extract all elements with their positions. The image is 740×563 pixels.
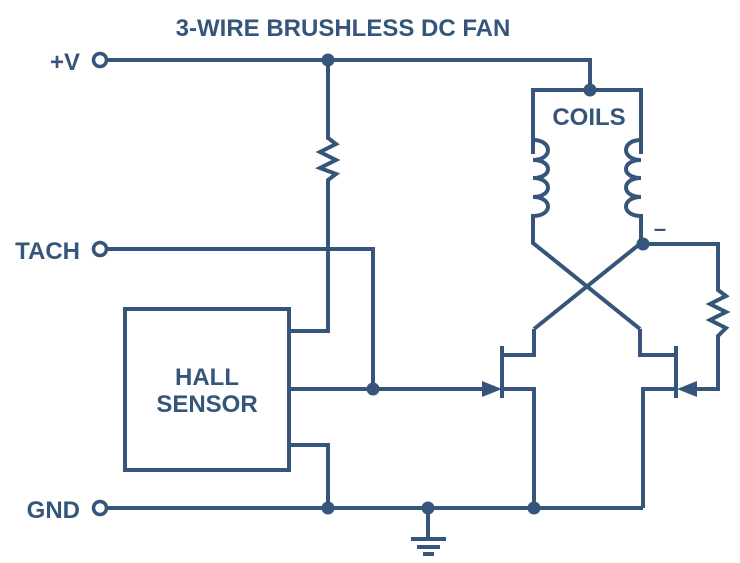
transistor-q1: [500, 329, 536, 508]
hall-sensor-label-1: HALL: [175, 364, 239, 391]
transistor-q2: [638, 329, 678, 508]
tach-line: [106, 247, 375, 389]
terminal-gnd: [91, 499, 109, 517]
coil-left: [531, 138, 642, 331]
terminal-tach: [91, 240, 109, 258]
junction-tach-hall: [366, 382, 380, 396]
gate-resistor: [643, 242, 731, 391]
junction-vplus-resistor: [321, 53, 335, 67]
terminal-vplus: [91, 51, 109, 69]
junction-gnd-hall: [321, 501, 335, 515]
terminal-label-tach: TACH: [15, 238, 80, 265]
junction-coils-top: [583, 83, 597, 97]
junction-gnd-q1: [527, 501, 541, 515]
pullup-resistor: [290, 60, 341, 333]
terminal-label-vplus: +V: [50, 49, 80, 76]
diagram-title: 3-WIRE BRUSHLESS DC FAN: [176, 15, 511, 42]
q2-gate-arrow: [677, 381, 697, 397]
ground-symbol: [411, 508, 446, 556]
terminal-label-gnd: GND: [27, 497, 80, 524]
hall-gnd-line: [289, 443, 330, 508]
coil-right: [532, 138, 643, 331]
junction-coil-node: [636, 237, 650, 251]
hall-sensor-label-2: SENSOR: [156, 391, 257, 418]
coil-polarity-mark: –: [654, 216, 666, 241]
q1-gate-arrow: [482, 381, 502, 397]
coils-label: COILS: [552, 104, 625, 131]
junction-gnd-ground: [421, 501, 435, 515]
